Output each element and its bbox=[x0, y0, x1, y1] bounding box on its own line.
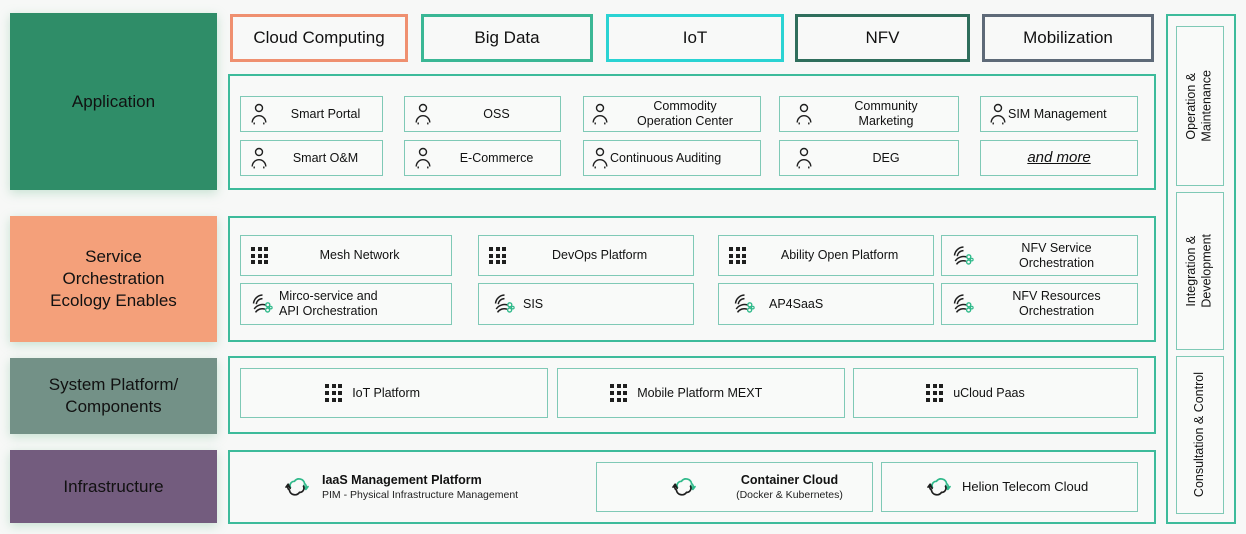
platform-item-label: IoT Platform bbox=[352, 385, 421, 400]
platform-item-ucloud-paas[interactable]: uCloud Paas bbox=[853, 368, 1138, 418]
app-item-and-more[interactable]: and more bbox=[980, 140, 1138, 176]
app-item-label: Community Marketing bbox=[854, 99, 918, 128]
orchestration-icon bbox=[731, 291, 757, 317]
orchestration-icon bbox=[950, 291, 976, 317]
service-item-nfv-service-orchestration[interactable]: NFV Service Orchestration bbox=[941, 235, 1138, 276]
platform-item-mobile-platform-mext[interactable]: Mobile Platform MEXT bbox=[557, 368, 845, 418]
service-item-devops-platform[interactable]: DevOps Platform bbox=[478, 235, 694, 276]
grid-dots-icon bbox=[926, 384, 944, 402]
layer-label-system-platform-text: System Platform/ Components bbox=[48, 375, 179, 416]
grid-dots-icon bbox=[729, 246, 747, 265]
app-item-smart-om[interactable]: Smart O&M bbox=[240, 140, 383, 176]
app-item-label: and more bbox=[1027, 149, 1091, 167]
person-icon bbox=[249, 103, 269, 125]
layer-label-infrastructure-text: Infrastructure bbox=[63, 476, 164, 496]
infra-item-iaas-management-platform[interactable]: IaaS Management Platform PIM - Physical … bbox=[240, 462, 585, 512]
top-pill-big-data[interactable]: Big Data bbox=[421, 14, 593, 62]
person-icon bbox=[413, 147, 433, 169]
person-icon bbox=[590, 147, 610, 169]
rail-item-consultation-control[interactable]: Consultation & Control bbox=[1176, 356, 1224, 514]
top-pill-iot-label: IoT bbox=[682, 28, 708, 47]
service-item-label: AP4SaaS bbox=[769, 296, 824, 311]
app-item-label: SIM Management bbox=[1008, 106, 1107, 121]
grid-dots-icon bbox=[610, 384, 628, 402]
app-item-sim-management[interactable]: SIM Management bbox=[980, 96, 1138, 132]
person-icon bbox=[988, 103, 1008, 125]
app-item-smart-portal[interactable]: Smart Portal bbox=[240, 96, 383, 132]
platform-item-iot-platform[interactable]: IoT Platform bbox=[240, 368, 548, 418]
layer-label-service-orchestration: Service Orchestration Ecology Enables bbox=[10, 216, 217, 342]
app-item-label: OSS bbox=[483, 106, 510, 121]
app-item-e-commerce[interactable]: E-Commerce bbox=[404, 140, 561, 176]
top-pill-iot[interactable]: IoT bbox=[606, 14, 784, 62]
app-item-deg[interactable]: DEG bbox=[779, 140, 959, 176]
service-item-ap4saas[interactable]: AP4SaaS bbox=[718, 283, 934, 325]
layer-label-service-orchestration-text: Service Orchestration Ecology Enables bbox=[50, 247, 177, 310]
person-icon bbox=[794, 103, 814, 125]
app-item-commodity-operation-center[interactable]: Commodity Operation Center bbox=[583, 96, 761, 132]
rail-item-integration-development[interactable]: Integration & Development bbox=[1176, 192, 1224, 350]
rail-item-label: Operation & Maintenance bbox=[1184, 70, 1214, 142]
app-item-label: DEG bbox=[872, 150, 900, 165]
service-item-label: NFV Service Orchestration bbox=[1018, 240, 1095, 270]
service-item-label: Mirco-service and API Orchestration bbox=[279, 289, 378, 318]
infra-item-sublabel: PIM - Physical Infrastructure Management bbox=[322, 488, 519, 501]
person-icon bbox=[590, 103, 610, 125]
top-pill-nfv-label: NFV bbox=[865, 28, 900, 47]
top-pill-cloud-computing[interactable]: Cloud Computing bbox=[230, 14, 408, 62]
app-item-label: Commodity Operation Center bbox=[637, 99, 733, 128]
service-item-label: DevOps Platform bbox=[552, 248, 648, 263]
platform-item-label: uCloud Paas bbox=[953, 385, 1025, 400]
service-item-label: Mesh Network bbox=[319, 248, 400, 263]
service-item-label: SIS bbox=[523, 296, 544, 311]
app-item-label: Smart O&M bbox=[292, 150, 359, 165]
app-item-community-marketing[interactable]: Community Marketing bbox=[779, 96, 959, 132]
layer-label-system-platform: System Platform/ Components bbox=[10, 358, 217, 434]
orchestration-icon bbox=[491, 291, 517, 317]
infra-item-container-cloud[interactable]: Container Cloud (Docker & Kubernetes) bbox=[596, 462, 873, 512]
layer-label-application: Application bbox=[10, 13, 217, 190]
infra-item-label: Container Cloud bbox=[740, 472, 839, 487]
app-item-continuous-auditing[interactable]: Continuous Auditing bbox=[583, 140, 761, 176]
grid-dots-icon bbox=[251, 246, 269, 265]
person-icon bbox=[249, 147, 269, 169]
person-icon bbox=[413, 103, 433, 125]
service-item-sis[interactable]: SIS bbox=[478, 283, 694, 325]
person-icon bbox=[794, 147, 814, 169]
cloud-sync-icon bbox=[282, 474, 312, 500]
cloud-sync-icon bbox=[924, 474, 954, 500]
infra-item-label: IaaS Management Platform bbox=[322, 472, 482, 487]
infra-item-sublabel: (Docker & Kubernetes) bbox=[736, 488, 843, 501]
app-item-label: E-Commerce bbox=[459, 150, 534, 165]
orchestration-icon bbox=[950, 243, 976, 269]
service-item-ability-open-platform[interactable]: Ability Open Platform bbox=[718, 235, 934, 276]
top-pill-mobilization-label: Mobilization bbox=[1023, 28, 1113, 47]
service-item-label: Ability Open Platform bbox=[780, 248, 899, 263]
top-pill-cloud-computing-label: Cloud Computing bbox=[253, 28, 385, 47]
infra-item-label: Helion Telecom Cloud bbox=[962, 479, 1089, 495]
layer-label-infrastructure: Infrastructure bbox=[10, 450, 217, 523]
app-item-label: Continuous Auditing bbox=[610, 150, 722, 165]
rail-item-label: Integration & Development bbox=[1184, 234, 1214, 308]
grid-dots-icon bbox=[489, 246, 507, 265]
grid-dots-icon bbox=[325, 384, 343, 402]
service-item-label: NFV Resources Orchestration bbox=[1012, 289, 1101, 318]
rail-item-operation-maintenance[interactable]: Operation & Maintenance bbox=[1176, 26, 1224, 186]
platform-item-label: Mobile Platform MEXT bbox=[637, 385, 763, 400]
top-pill-nfv[interactable]: NFV bbox=[795, 14, 970, 62]
rail-item-label: Consultation & Control bbox=[1192, 372, 1207, 498]
cloud-sync-icon bbox=[669, 474, 699, 500]
orchestration-icon bbox=[249, 291, 275, 317]
service-item-microservice-api-orchestration[interactable]: Mirco-service and API Orchestration bbox=[240, 283, 452, 325]
layer-label-application-text: Application bbox=[71, 91, 156, 111]
top-pill-mobilization[interactable]: Mobilization bbox=[982, 14, 1154, 62]
infra-item-helion-telecom-cloud[interactable]: Helion Telecom Cloud bbox=[881, 462, 1138, 512]
service-item-mesh-network[interactable]: Mesh Network bbox=[240, 235, 452, 276]
top-pill-big-data-label: Big Data bbox=[474, 28, 540, 47]
service-item-nfv-resources-orchestration[interactable]: NFV Resources Orchestration bbox=[941, 283, 1138, 325]
app-item-oss[interactable]: OSS bbox=[404, 96, 561, 132]
app-item-label: Smart Portal bbox=[290, 106, 361, 121]
